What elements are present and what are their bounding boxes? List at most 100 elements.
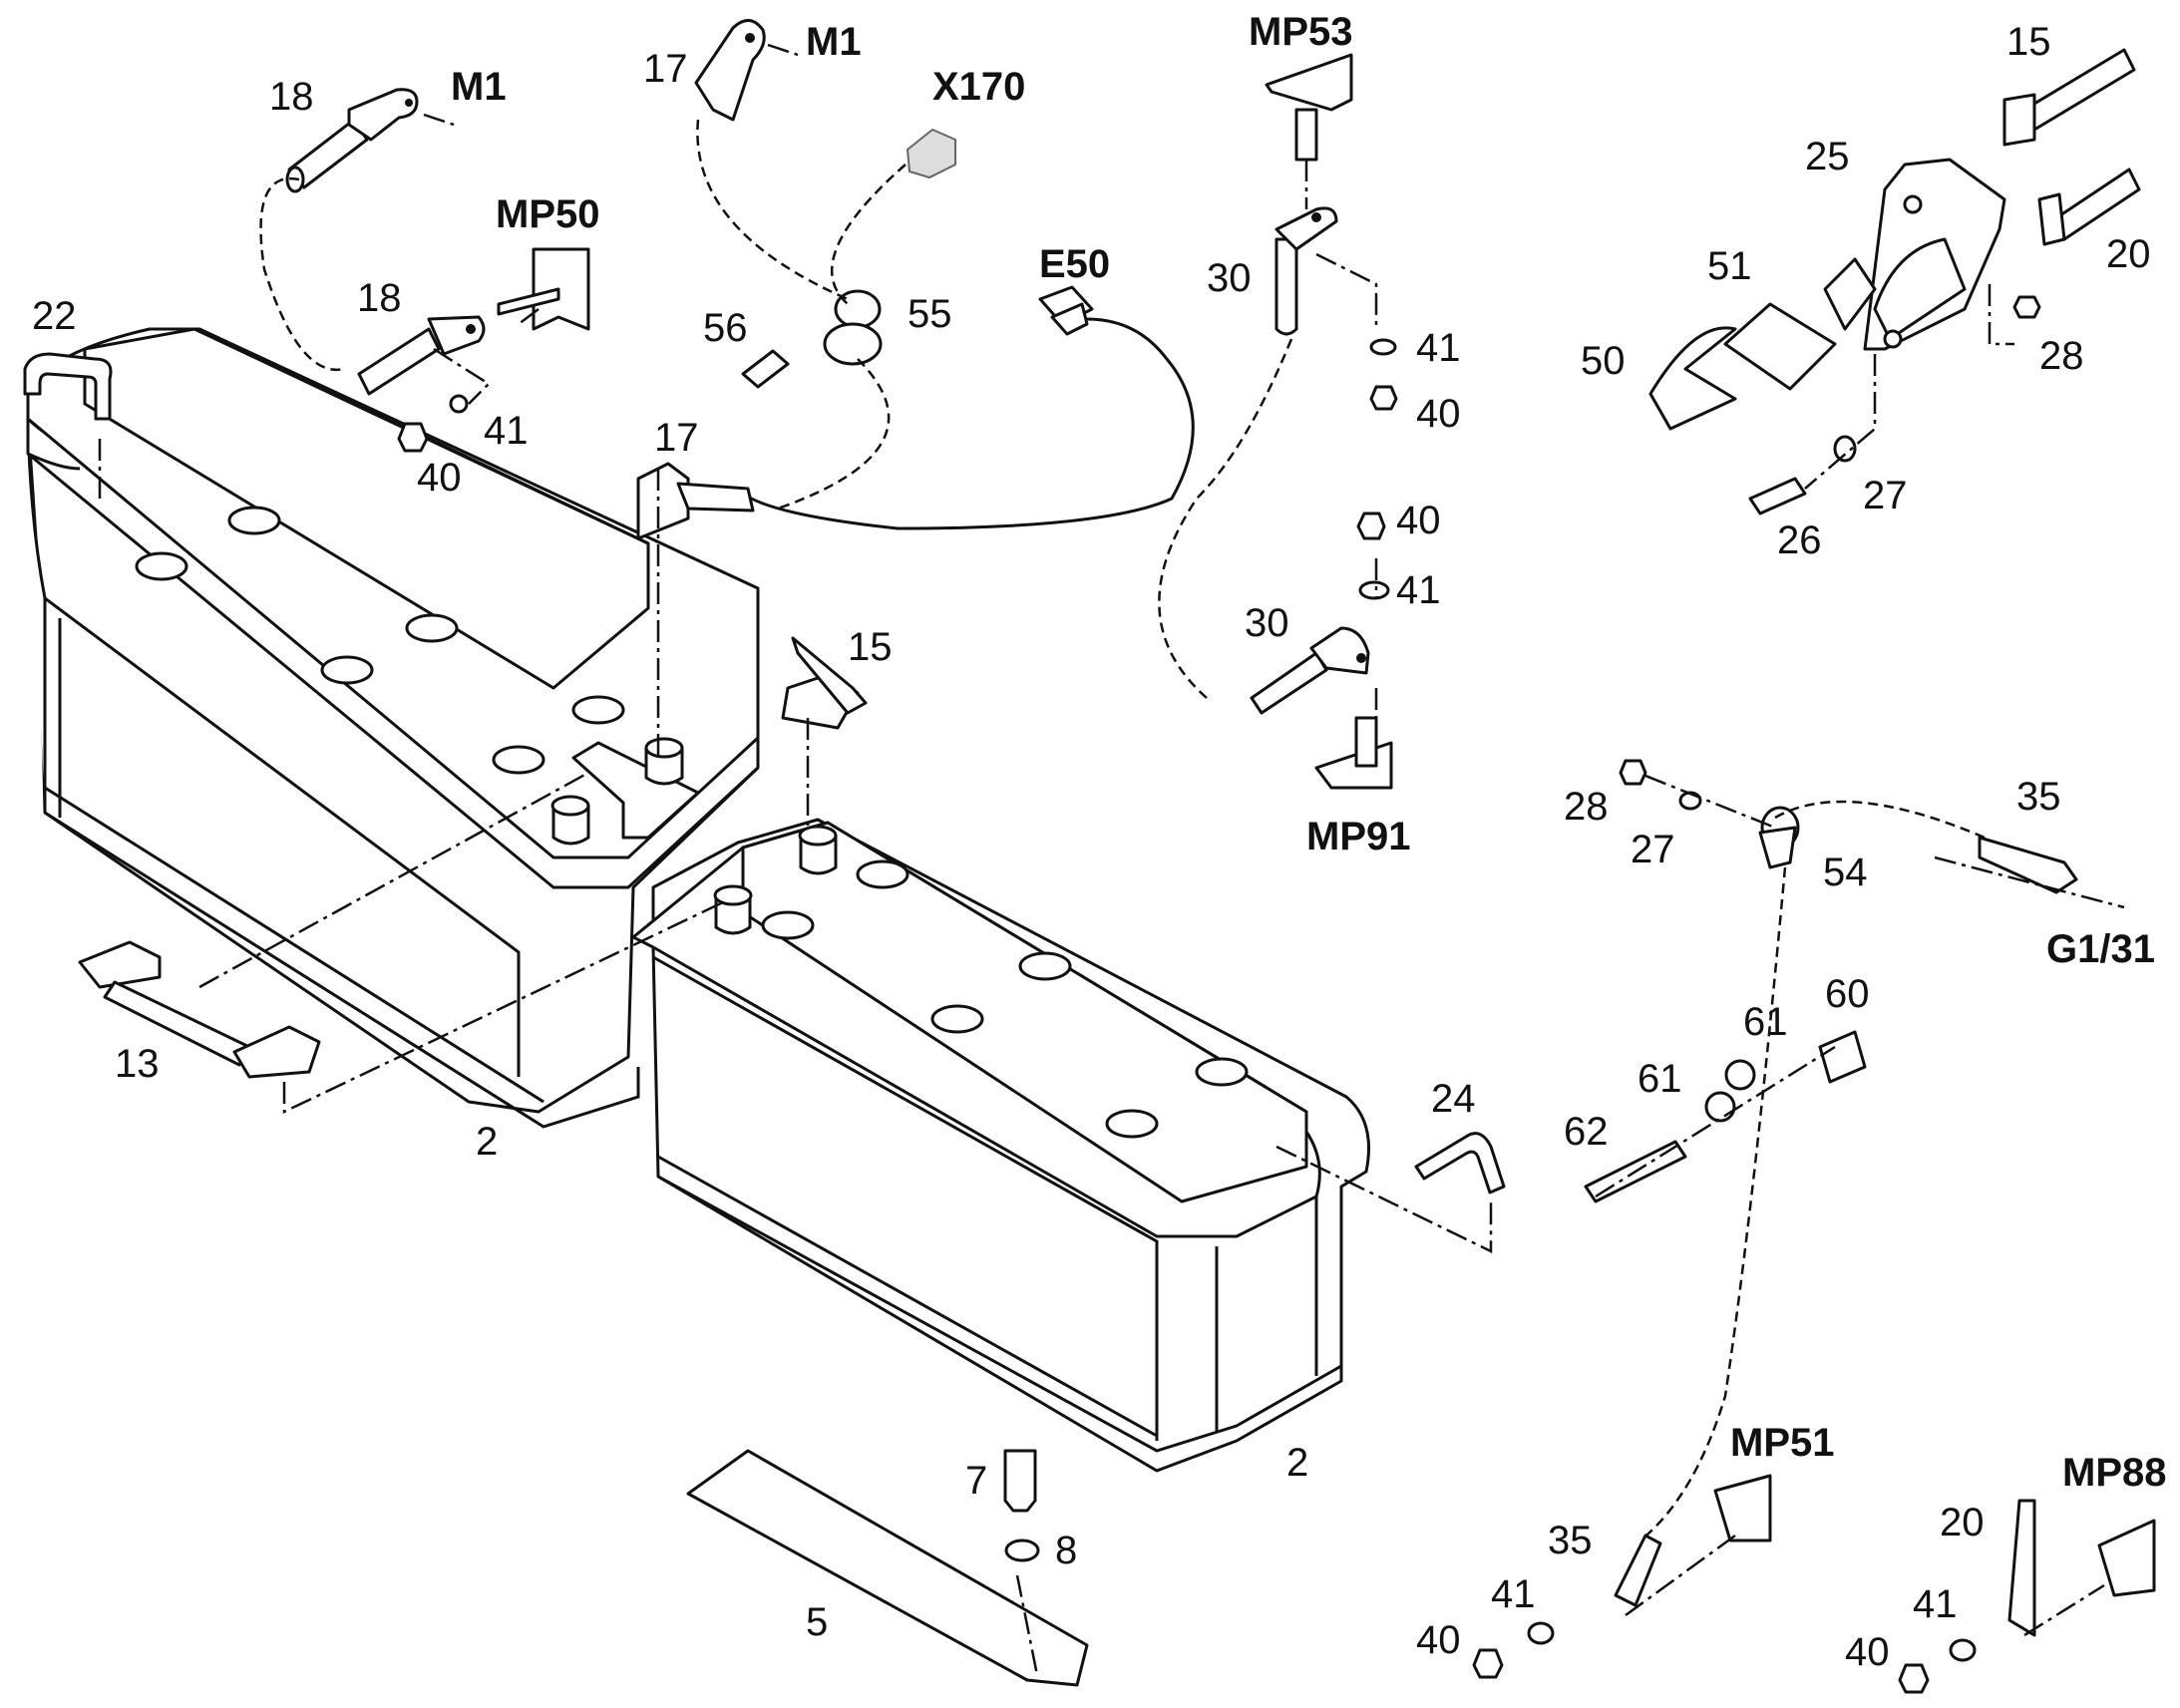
label-51: 51 bbox=[1707, 244, 1752, 288]
label-2-right: 2 bbox=[1286, 1441, 1308, 1485]
label-41-bottom: 41 bbox=[1491, 1572, 1536, 1616]
label-28-mid: 28 bbox=[1564, 785, 1609, 829]
washer-41-left bbox=[449, 394, 469, 414]
label-15-mid: 15 bbox=[848, 625, 893, 669]
callout-labels: 22 18 M1 17 M1 X170 MP53 15 25 20 MP50 1… bbox=[32, 10, 2167, 1674]
label-8: 8 bbox=[1055, 1529, 1077, 1572]
label-56: 56 bbox=[703, 306, 748, 350]
label-35-mid: 35 bbox=[2016, 775, 2061, 819]
nut-40-right bbox=[1898, 1663, 1930, 1694]
label-18-top: 18 bbox=[269, 75, 314, 119]
label-mp91: MP91 bbox=[1306, 815, 1411, 858]
bolt-7 bbox=[1003, 1449, 1037, 1513]
label-62: 62 bbox=[1564, 1110, 1609, 1154]
nut-40-top bbox=[1369, 385, 1398, 411]
sensor-e50 bbox=[736, 285, 1195, 530]
label-60: 60 bbox=[1825, 972, 1870, 1016]
label-17-mid: 17 bbox=[654, 416, 699, 460]
label-27-mid: 27 bbox=[1631, 828, 1675, 871]
bracket-mp51 bbox=[1713, 1474, 1772, 1542]
bracket-mp53 bbox=[1265, 53, 1353, 162]
cable-end-35-mid bbox=[1978, 836, 2078, 894]
label-mp53: MP53 bbox=[1249, 10, 1353, 54]
screw-56 bbox=[741, 349, 790, 389]
plate-50 bbox=[1648, 326, 1737, 431]
label-30-top: 30 bbox=[1207, 256, 1252, 300]
leader-lines bbox=[98, 43, 2125, 1676]
label-m1-right: M1 bbox=[806, 20, 862, 64]
label-22: 22 bbox=[32, 294, 77, 338]
washer-41-mid bbox=[1358, 580, 1390, 600]
label-41-mid: 41 bbox=[1396, 568, 1441, 612]
label-20-top: 20 bbox=[2106, 232, 2151, 276]
label-40-right: 40 bbox=[1845, 1630, 1890, 1674]
label-54: 54 bbox=[1823, 851, 1868, 894]
hook-part-24 bbox=[1414, 1132, 1506, 1195]
battery-right bbox=[631, 818, 1370, 1473]
connector-18-top bbox=[285, 88, 419, 193]
label-18-mid: 18 bbox=[357, 276, 402, 320]
label-30-mid: 30 bbox=[1245, 601, 1289, 645]
label-15-top: 15 bbox=[2006, 20, 2051, 64]
label-2-left: 2 bbox=[476, 1120, 498, 1164]
cable-13 bbox=[78, 940, 321, 1079]
switch-assembly-25 bbox=[1823, 158, 2006, 351]
cable-end-20-bottom bbox=[2007, 1499, 2036, 1637]
label-61-upper: 61 bbox=[1743, 1000, 1788, 1044]
label-m1-left: M1 bbox=[451, 65, 507, 109]
label-mp50: MP50 bbox=[496, 192, 600, 236]
label-41-left: 41 bbox=[484, 409, 529, 453]
sleeve-60 bbox=[1818, 1030, 1867, 1084]
label-24: 24 bbox=[1431, 1077, 1476, 1121]
nut-40-bottom bbox=[1472, 1648, 1504, 1679]
clamp-15 bbox=[781, 636, 868, 730]
label-17-top: 17 bbox=[643, 47, 688, 91]
label-55: 55 bbox=[908, 292, 952, 336]
clamp-30-mid bbox=[1250, 626, 1370, 715]
label-g131: G1/31 bbox=[2046, 927, 2155, 971]
label-mp88: MP88 bbox=[2062, 1451, 2167, 1495]
washer-27-mid bbox=[1678, 791, 1702, 811]
label-28-top: 28 bbox=[2039, 334, 2084, 378]
label-51 bbox=[1723, 302, 1837, 391]
clamp-30-top bbox=[1274, 206, 1338, 336]
washer-8 bbox=[1004, 1538, 1040, 1562]
hook-part-22 bbox=[23, 352, 113, 421]
label-41-right: 41 bbox=[1913, 1582, 1958, 1626]
label-27-top: 27 bbox=[1863, 474, 1908, 517]
battery-left bbox=[26, 327, 760, 1129]
label-25: 25 bbox=[1805, 135, 1850, 178]
nut-40-left bbox=[397, 422, 429, 453]
cable-15-top bbox=[2002, 48, 2136, 147]
washer-27-top bbox=[1833, 435, 1857, 463]
bracket-mp50 bbox=[497, 247, 590, 331]
label-7: 7 bbox=[965, 1459, 987, 1503]
label-40-left: 40 bbox=[417, 456, 462, 500]
strap-5 bbox=[686, 1449, 1089, 1687]
label-40-bottom: 40 bbox=[1416, 1618, 1461, 1662]
cable-end-35-bottom bbox=[1614, 1534, 1662, 1607]
label-40-mid: 40 bbox=[1396, 499, 1441, 542]
nut-40-mid bbox=[1356, 512, 1386, 540]
bracket-mp91 bbox=[1314, 716, 1393, 790]
plug-x170 bbox=[906, 128, 956, 179]
label-mp51: MP51 bbox=[1730, 1421, 1835, 1465]
label-41-top: 41 bbox=[1416, 326, 1461, 370]
clamp-55 bbox=[823, 289, 883, 366]
label-50: 50 bbox=[1581, 339, 1626, 383]
cable-20-top bbox=[2037, 168, 2141, 246]
washer-41-bottom bbox=[1527, 1621, 1555, 1645]
lug-17-top bbox=[694, 19, 766, 122]
label-20-bottom: 20 bbox=[1940, 1501, 1985, 1544]
label-26: 26 bbox=[1777, 518, 1822, 562]
connector-18-mid bbox=[357, 315, 486, 396]
washer-41-top bbox=[1369, 338, 1397, 356]
label-e50: E50 bbox=[1039, 242, 1110, 286]
nut-28-top bbox=[2012, 295, 2041, 319]
lug-17-lower bbox=[636, 462, 755, 540]
label-35-bottom: 35 bbox=[1548, 1519, 1593, 1562]
label-40-top: 40 bbox=[1416, 392, 1461, 436]
label-61-lower: 61 bbox=[1637, 1057, 1682, 1101]
washer-41-right bbox=[1949, 1638, 1977, 1662]
